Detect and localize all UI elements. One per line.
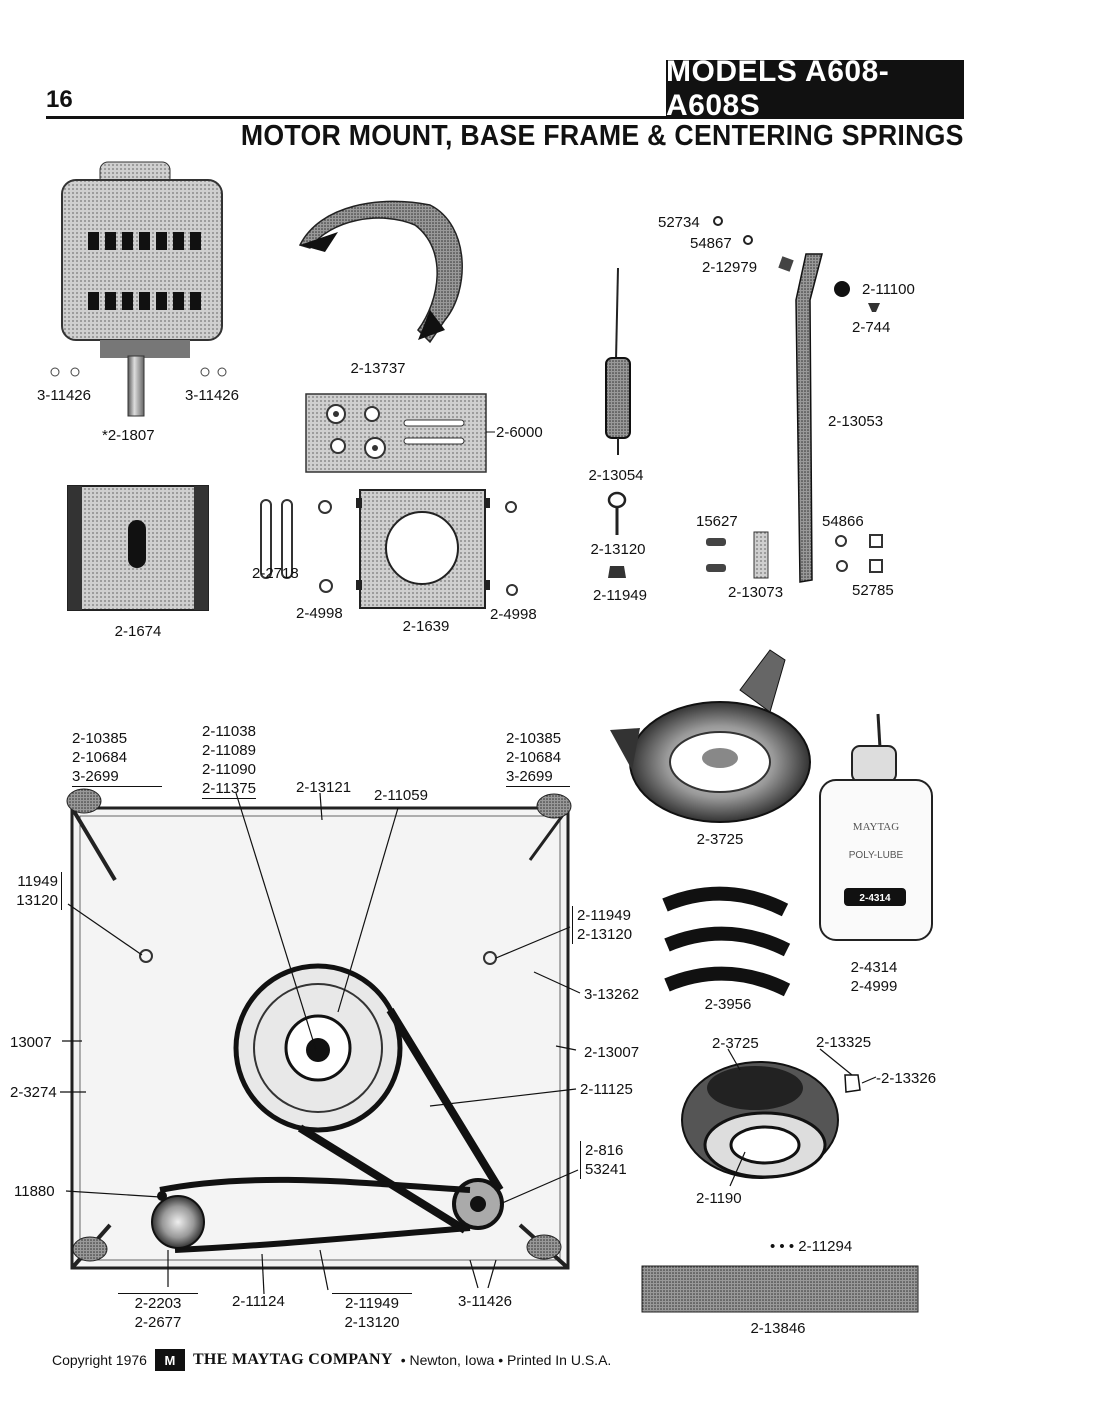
footer-company: THE MAYTAG COMPANY [192, 1351, 393, 1368]
footer-location: • Newton, Iowa • Printed In U.S.A. [400, 1352, 612, 1368]
label-motor-washer-left: 3-11426 [37, 387, 91, 404]
label-small-pulley: 2-816 53241 [580, 1141, 627, 1179]
base-frame-drawing [66, 788, 572, 1270]
label-13326: -2-13326 [876, 1070, 937, 1087]
rod-drawing [706, 216, 883, 583]
label-11294: • • • 2-11294 [770, 1238, 853, 1255]
label-744: 2-744 [852, 319, 891, 336]
label-11880: 11880 [14, 1183, 55, 1200]
label-52734: 52734 [658, 214, 700, 231]
motor-plate-drawing [356, 489, 490, 609]
label-mount-kit: 2-6000 [496, 424, 543, 441]
label-bottle: 2-4314 2-4999 [850, 959, 898, 995]
label-13262: 3-13262 [584, 986, 640, 1003]
label-bottom-11426: 3-11426 [458, 1293, 512, 1310]
label-54866: 54866 [822, 513, 864, 530]
bottle-drawing [819, 713, 933, 941]
maytag-logo: M [154, 1349, 185, 1371]
strip-drawing [641, 1265, 919, 1313]
section-title: MOTOR MOUNT, BASE FRAME & CENTERING SPRI… [241, 120, 964, 152]
motor-drawing [50, 161, 227, 417]
label-washer-right: 2-4998 [490, 606, 537, 623]
label-pulley-group: 2-11038 2-11089 2-11090 2-11375 [202, 723, 256, 799]
label-13325: 2-13325 [816, 1034, 872, 1051]
models-banner: MODELS A608-A608S [666, 55, 964, 122]
label-bracket: 2-1674 [114, 623, 162, 640]
label-damper-top: 2-3725 [712, 1035, 759, 1052]
spring-drawing [605, 267, 631, 578]
label-motor: *2-1807 [102, 427, 155, 444]
label-rod: 2-13053 [828, 413, 884, 430]
label-spring: 2-13054 [588, 467, 644, 484]
label-damper-bottom: 2-1190 [696, 1190, 742, 1207]
motor-cover-drawing [298, 200, 463, 344]
label-11100: 2-11100 [862, 281, 915, 298]
label-15627: 15627 [696, 513, 738, 530]
bottle-product: POLY-LUBE [849, 850, 904, 861]
label-dome: 2-3725 [696, 831, 744, 848]
label-motor-washer-right: 3-11426 [185, 387, 239, 404]
slots-drawing [260, 499, 518, 596]
pads-drawing [662, 886, 791, 997]
header-rule [46, 116, 964, 119]
bottle-part-number: 2-4314 [859, 893, 891, 904]
label-2718: 2-2718 [252, 565, 299, 582]
label-13007-left: 13007 [10, 1034, 52, 1051]
label-foot-right: 2-10385 2-10684 3-2699 [506, 729, 570, 787]
label-nut-11949: 2-11949 [593, 587, 647, 604]
leader-lines [60, 792, 877, 1295]
label-13073: 2-13073 [728, 584, 784, 601]
label-belt: 2-11125 [580, 1081, 633, 1098]
label-54867: 54867 [690, 235, 732, 252]
label-pump: 2-2203 2-2677 [118, 1293, 198, 1332]
label-cover: 2-13737 [350, 360, 406, 377]
label-13007-right: 2-13007 [584, 1044, 640, 1061]
dome-drawing [610, 649, 811, 823]
label-eyebolt: 2-13120 [590, 541, 646, 558]
page-number: 16 [46, 86, 73, 113]
label-52785: 52785 [852, 582, 894, 599]
label-base: 2-3274 [10, 1084, 57, 1101]
label-left-bolt: 11949 13120 [6, 872, 62, 910]
footer: Copyright 1976 M THE MAYTAG COMPANY • Ne… [52, 1349, 611, 1371]
bracket-drawing [67, 485, 209, 611]
label-strip: 2-13846 [750, 1320, 806, 1337]
footer-copyright: Copyright 1976 [52, 1352, 147, 1368]
damper-drawing [681, 1061, 861, 1179]
label-washer-left: 2-4998 [296, 605, 343, 622]
mount-kit-drawing [305, 393, 495, 473]
label-right-bolt: 2-11949 2-13120 [572, 906, 632, 944]
label-bottom-bolt: 2-11949 2-13120 [332, 1293, 412, 1332]
label-plate: 2-1639 [402, 618, 450, 635]
label-belt2: 2-11124 [232, 1293, 285, 1310]
label-pads: 2-3956 [704, 996, 752, 1013]
label-12979: 2-12979 [702, 259, 758, 276]
label-foot-left: 2-10385 2-10684 3-2699 [72, 729, 162, 787]
label-13121: 2-13121 [296, 779, 352, 796]
label-11059: 2-11059 [374, 787, 428, 804]
bottle-brand: MAYTAG [853, 821, 899, 833]
